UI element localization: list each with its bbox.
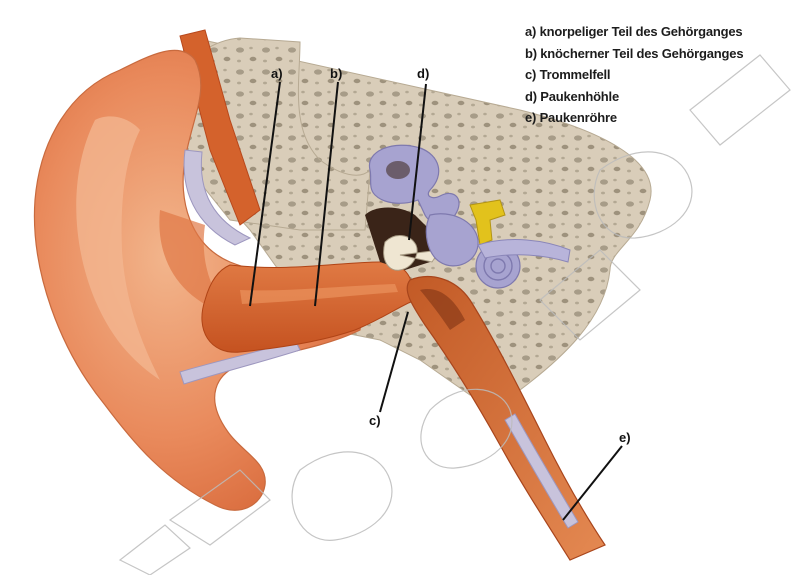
legend-item-a: a) knorpeliger Teil des Gehörganges: [525, 21, 743, 43]
callout-label-c: c): [369, 413, 381, 428]
legend-item-c: c) Trommelfell: [525, 64, 743, 86]
callout-label-a: a): [271, 66, 283, 81]
callout-label-b: b): [330, 66, 342, 81]
leader-e: [563, 446, 622, 520]
legend-item-d: d) Paukenhöhle: [525, 86, 743, 108]
callout-label-d: d): [417, 66, 429, 81]
legend: a) knorpeliger Teil des Gehörganges b) k…: [525, 21, 743, 129]
legend-item-b: b) knöcherner Teil des Gehörganges: [525, 43, 743, 65]
callout-label-e: e): [619, 430, 631, 445]
canal-loop-1: [386, 161, 410, 179]
legend-item-e: e) Paukenröhre: [525, 107, 743, 129]
